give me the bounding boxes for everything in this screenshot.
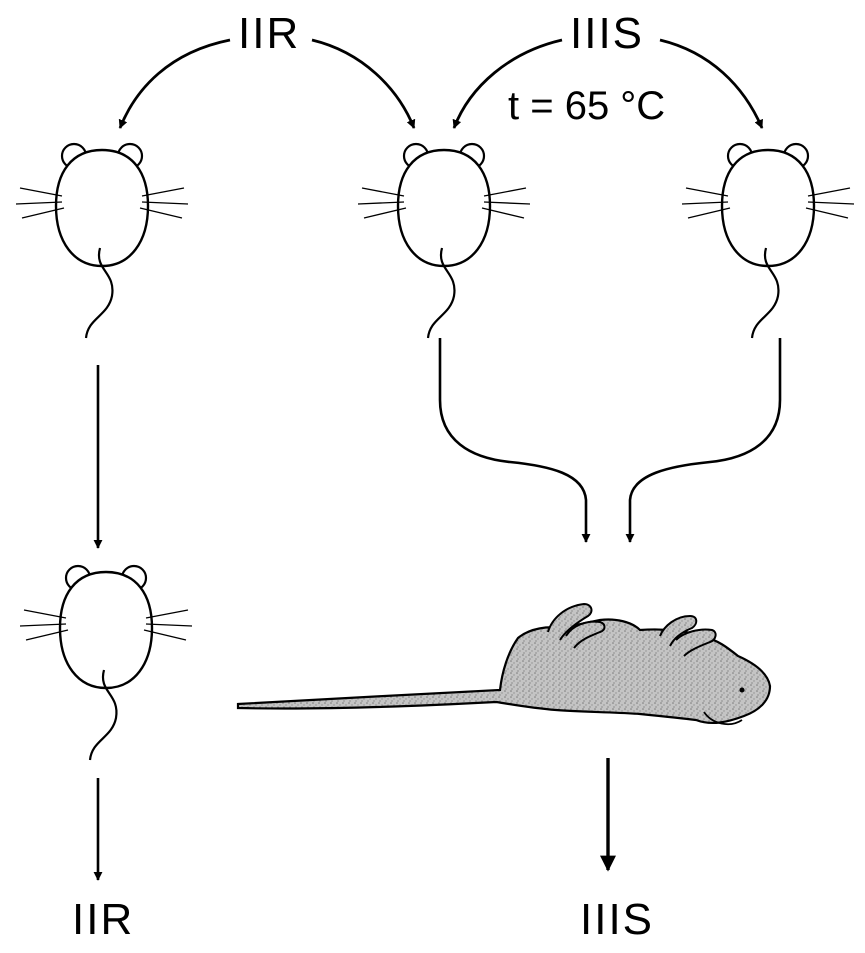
arrow-icon-merge-middle [440,338,586,542]
arrow-icon-iir-left [120,40,230,128]
arrow-icon-iiis-right [660,40,762,128]
mouse-icon-bottom-left [20,566,192,760]
mouse-icon-top-middle [358,144,530,338]
label-iir-bottom: IIR [72,898,134,942]
label-iiis-bottom: IIIS [580,898,654,942]
label-iiis-top: IIIS [570,12,644,56]
mouse-icon-top-left [16,144,188,338]
arrow-icon-iir-right [312,40,414,128]
mouse-icon-top-right [682,144,854,338]
arrow-icon-merge-right [630,338,780,542]
dead-mouse-icon [238,604,770,724]
label-temperature: t = 65 °C [508,86,665,126]
label-iir-top: IIR [238,12,300,56]
